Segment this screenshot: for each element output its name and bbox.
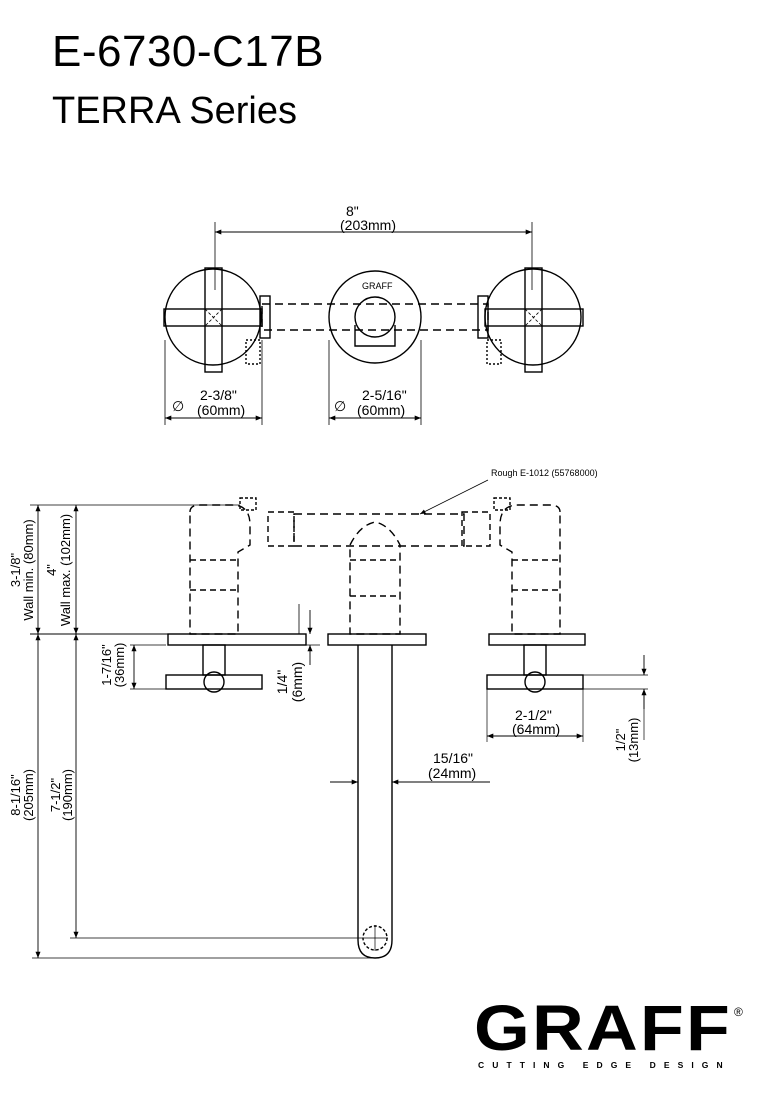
spout-dia-in: 15/16" [433, 750, 473, 766]
wall-min-in: 3-1/8" [8, 552, 23, 587]
flange-brand-mark: GRAFF [362, 281, 393, 291]
spout-dia-mm: (24mm) [428, 765, 476, 781]
model-number: E-6730-C17B [52, 27, 325, 76]
plate-thickness-in: 1/4" [274, 670, 290, 694]
handle-diameter-in: 2-3/8" [200, 387, 237, 403]
spout-reach-in: 7-1/2" [48, 777, 63, 812]
handle-offset-in: 1/2" [613, 728, 628, 751]
handle-length-mm: (64mm) [512, 721, 560, 737]
wall-max-label: Wall max. (102mm) [58, 514, 73, 626]
diameter-symbol-right: ∅ [334, 398, 346, 414]
logo-wordmark: GRAFF [474, 992, 732, 1064]
logo-tagline: CUTTING EDGE DESIGN [478, 1060, 730, 1070]
rough-valve-label: Rough E-1012 (55768000) [491, 468, 598, 478]
side-view [30, 479, 648, 959]
spout-flange-top [328, 270, 422, 364]
spout-diameter-mm: (60mm) [357, 402, 405, 418]
diameter-symbol-left: ∅ [172, 398, 184, 414]
overall-width-mm: (203mm) [340, 217, 396, 233]
spout-reach-mm: (190mm) [60, 769, 75, 821]
wall-max-in: 4" [44, 564, 59, 576]
left-handle-top [163, 267, 271, 373]
overall-width-in: 8" [346, 203, 359, 219]
handle-height-in: 1-7/16" [99, 644, 114, 686]
spout-length-mm: (205mm) [21, 769, 36, 821]
spout-diameter-in: 2-5/16" [362, 387, 407, 403]
handle-height-mm: (36mm) [112, 643, 127, 688]
plate-thickness-mm: (6mm) [289, 662, 305, 702]
top-view: GRAFF [163, 222, 584, 425]
handle-diameter-mm: (60mm) [197, 402, 245, 418]
series-name: TERRA Series [52, 90, 297, 132]
registered-mark: ® [734, 1005, 743, 1019]
wall-min-label: Wall min. (80mm) [21, 519, 36, 620]
right-handle-top [477, 267, 584, 373]
handle-offset-mm: (13mm) [626, 718, 641, 763]
handle-length-in: 2-1/2" [515, 707, 552, 723]
spout-length-in: 8-1/16" [8, 774, 23, 816]
graff-logo: GRAFF ® CUTTING EDGE DESIGN [474, 992, 743, 1070]
